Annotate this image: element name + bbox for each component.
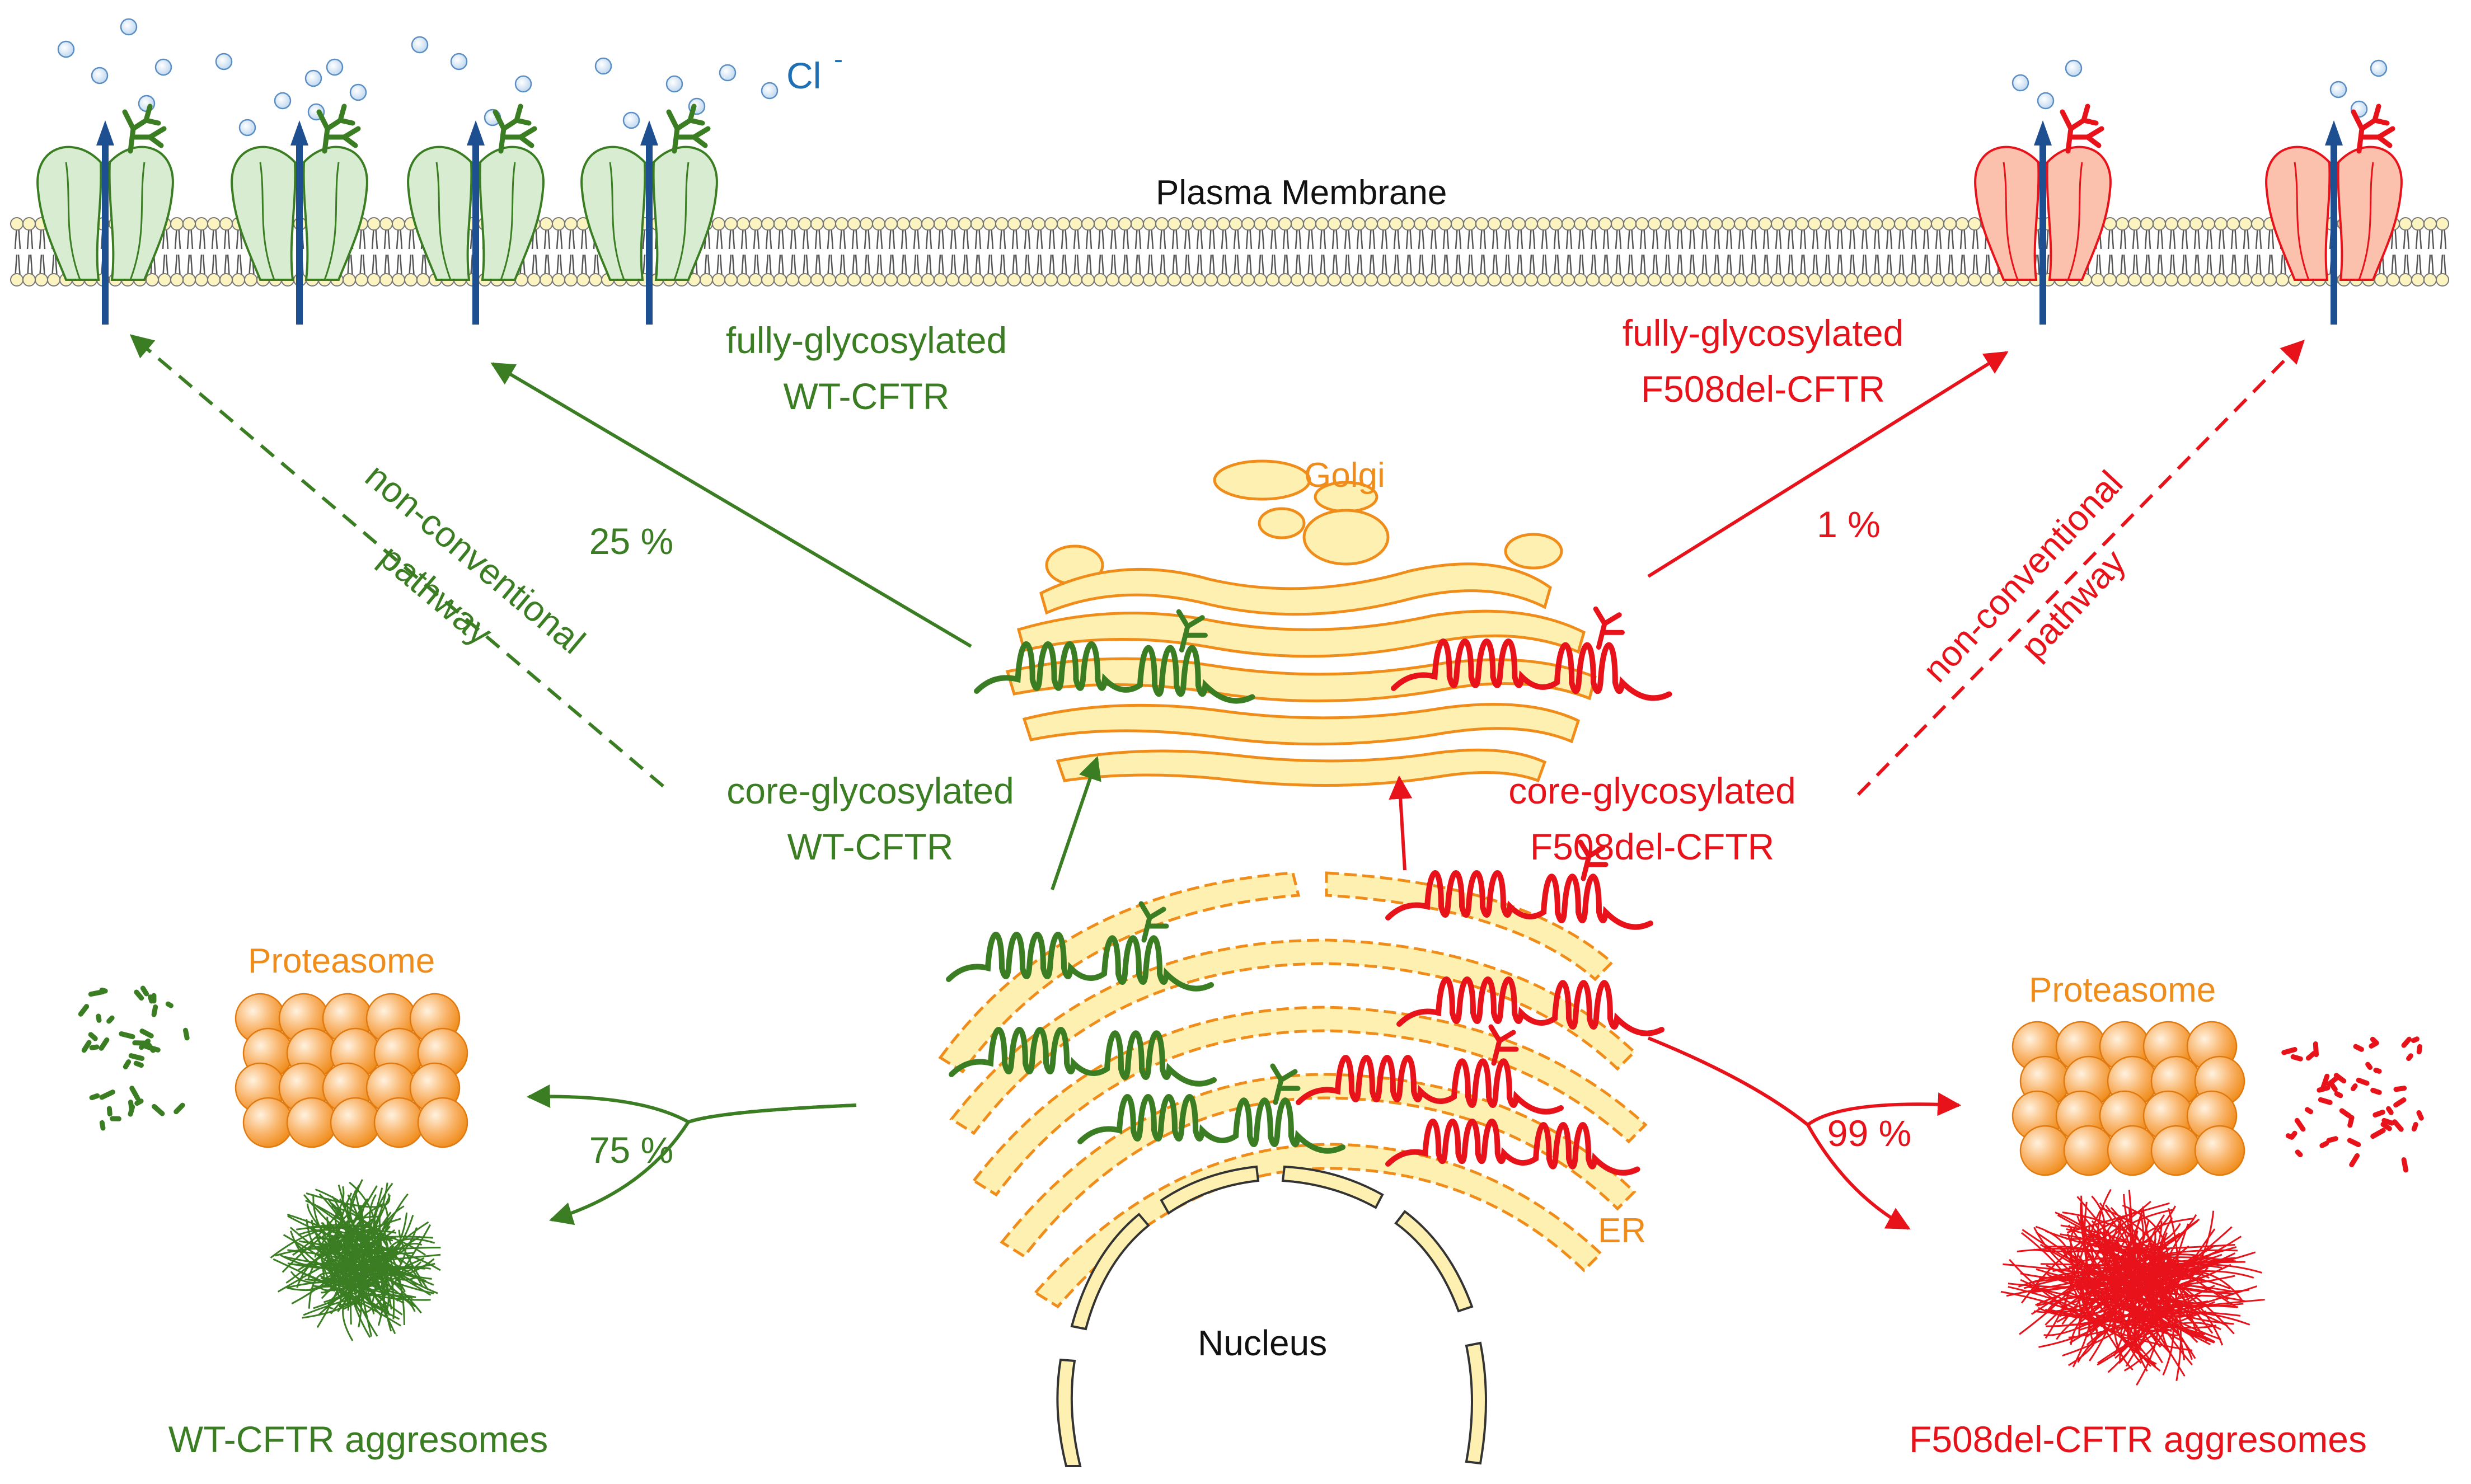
proteasome-left-label: Proteasome xyxy=(248,942,435,980)
proteasome-left xyxy=(235,993,468,1148)
proteasome-subunit xyxy=(2107,1125,2158,1176)
arrow-f508-to-proteasome xyxy=(1647,1036,1962,1127)
cftr-channel xyxy=(231,104,368,325)
chloride-ion xyxy=(514,75,532,93)
wt-aggresome-tangle xyxy=(270,1179,441,1341)
pct-wt-to-membrane: 25 % xyxy=(589,520,673,562)
arrow-f508-er-to-golgi xyxy=(1389,775,1413,871)
arrow-wt-to-aggresome xyxy=(548,1103,857,1225)
proteasome-right-label: Proteasome xyxy=(2029,971,2216,1009)
chloride-ion xyxy=(450,53,468,71)
pathway-arrows xyxy=(129,334,2305,1230)
cftr-channel xyxy=(2265,104,2403,325)
wt-core-label-line2: WT-CFTR xyxy=(787,826,954,867)
proteasome-subunit xyxy=(2019,1125,2071,1176)
chloride-ions xyxy=(57,18,2388,137)
proteasome-subunit xyxy=(242,1097,294,1148)
f508del-degradation-fragments xyxy=(2281,1036,2424,1173)
wt-fully-label-line2: WT-CFTR xyxy=(784,375,950,417)
proteasome-subunit xyxy=(2194,1125,2245,1176)
cftr-channels xyxy=(36,104,2403,325)
cftr-fold xyxy=(946,932,1214,992)
pct-wt-degraded: 75 % xyxy=(589,1129,673,1171)
chloride-ion xyxy=(2012,74,2029,92)
chloride-ion xyxy=(622,111,640,129)
f508-aggresomes-label: F508del-CFTR aggresomes xyxy=(1909,1419,2367,1460)
proteasome-subunit xyxy=(417,1097,468,1148)
chloride-ion xyxy=(665,75,683,93)
wt-core-label-line1: core-glycosylated xyxy=(726,770,1014,811)
lipid-bilayer xyxy=(10,217,2449,287)
cftr-channel xyxy=(36,104,174,325)
cftr-channel xyxy=(407,104,545,325)
cftr-fold xyxy=(1296,1055,1564,1115)
chloride-ion xyxy=(719,64,737,82)
arrow-wt-er-to-golgi xyxy=(1051,756,1101,890)
chloride-ion xyxy=(91,67,109,84)
pct-f508-to-membrane: 1 % xyxy=(1817,504,1881,545)
f508-fully-label-line2: F508del-CFTR xyxy=(1641,368,1885,410)
er-label: ER xyxy=(1598,1211,1646,1250)
chloride-ion xyxy=(2065,59,2083,77)
nucleus xyxy=(1056,1165,1487,1467)
chloride-ion xyxy=(154,58,172,76)
golgi-apparatus xyxy=(1005,459,1597,787)
f508-fully-label-line1: fully-glycosylated xyxy=(1623,312,1904,354)
arrow-f508-to-membrane xyxy=(1647,351,2009,578)
proteasome-subunit xyxy=(373,1097,425,1148)
cftr-protein-folds xyxy=(946,606,1672,1176)
cftr-channel xyxy=(1974,104,2112,325)
proteasome-subunit xyxy=(286,1097,337,1148)
cftr-fold xyxy=(1396,976,1664,1036)
nucleus-label: Nucleus xyxy=(1198,1323,1327,1363)
chloride-ion xyxy=(2370,59,2388,77)
chloride-ion xyxy=(238,119,256,137)
chloride-ion xyxy=(215,53,233,71)
chloride-ion xyxy=(411,36,429,54)
f508-core-label-line1: core-glycosylated xyxy=(1508,770,1796,811)
arrow-wt-nonconventional xyxy=(129,334,664,788)
golgi-label: Golgi xyxy=(1304,456,1385,495)
plasma-membrane xyxy=(10,217,2449,287)
cftr-fold xyxy=(974,641,1255,704)
chloride-ion xyxy=(57,40,75,58)
cftr-fold xyxy=(949,1027,1217,1087)
cftr-channel xyxy=(580,104,718,325)
chloride-ion xyxy=(349,83,367,101)
arrow-f508-to-aggresome xyxy=(1647,1036,1911,1230)
wt-aggresomes-label: WT-CFTR aggresomes xyxy=(168,1419,548,1460)
chloride-ion xyxy=(2329,81,2347,98)
cftr-fold xyxy=(1385,1119,1640,1176)
chloride-ion xyxy=(761,82,779,100)
chloride-ion xyxy=(2037,92,2055,110)
chloride-ion xyxy=(120,18,138,36)
f508del-aggresome-tangle xyxy=(2000,1189,2265,1386)
wt-degradation-fragments xyxy=(78,985,190,1131)
cftr-fold xyxy=(1077,1094,1345,1154)
chloride-label: Cl xyxy=(786,55,821,96)
cftr-fold xyxy=(1385,870,1653,930)
proteasome-right xyxy=(2012,1021,2245,1176)
chloride-ion xyxy=(304,69,322,87)
wt-fully-label-line1: fully-glycosylated xyxy=(726,320,1007,361)
chloride-charge: - xyxy=(834,45,843,74)
plasma-membrane-label: Plasma Membrane xyxy=(1156,173,1447,212)
pct-f508-degraded: 99 % xyxy=(1827,1112,1911,1154)
arrow-wt-to-membrane xyxy=(490,362,972,648)
chloride-ion xyxy=(594,57,612,75)
proteasome-subunit xyxy=(2150,1125,2202,1176)
proteasome-subunit xyxy=(2063,1125,2114,1176)
chloride-ion xyxy=(326,58,344,76)
cftr-fold xyxy=(1391,638,1672,701)
chloride-ion xyxy=(274,92,292,110)
f508-core-label-line2: F508del-CFTR xyxy=(1530,826,1774,867)
proteasome-subunit xyxy=(330,1097,381,1148)
